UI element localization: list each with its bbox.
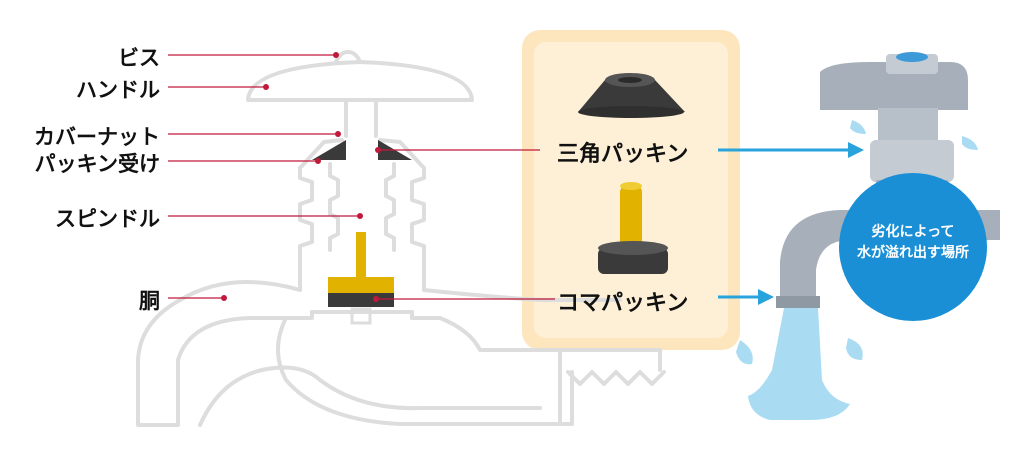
label-triangle-packing: 三角パッキン [557, 142, 689, 167]
label-handle: ハンドル [76, 78, 160, 102]
leak-badge-line2: 水が溢れ出す場所 [857, 245, 969, 261]
triangle-packing-illustration [578, 73, 685, 118]
label-body: 胴 [139, 289, 160, 313]
faucet-cross-section [136, 50, 666, 427]
leader-dots [221, 52, 381, 302]
top-packing-illustration [598, 182, 668, 274]
top-packing-bolt [350, 307, 372, 325]
label-spindle: スピンドル [55, 207, 160, 231]
label-packing-seat: パッキン受け [34, 152, 160, 176]
leader-lines [168, 54, 555, 300]
blue-arrows [718, 142, 864, 305]
label-top-packing: コマパッキン [557, 291, 689, 316]
top-packing-gold [328, 277, 394, 293]
leak-badge-text: 劣化によって 水が溢れ出す場所 [838, 222, 988, 264]
water-stream [736, 120, 978, 420]
label-cover-nut: カバーナット [34, 125, 160, 149]
label-screw: ビス [118, 46, 160, 70]
leak-badge-circle [839, 173, 987, 321]
triangle-packing-left [312, 140, 346, 160]
top-packing-dark [328, 293, 394, 307]
leak-badge-line1: 劣化によって [871, 224, 955, 240]
spindle-rod [356, 232, 366, 280]
